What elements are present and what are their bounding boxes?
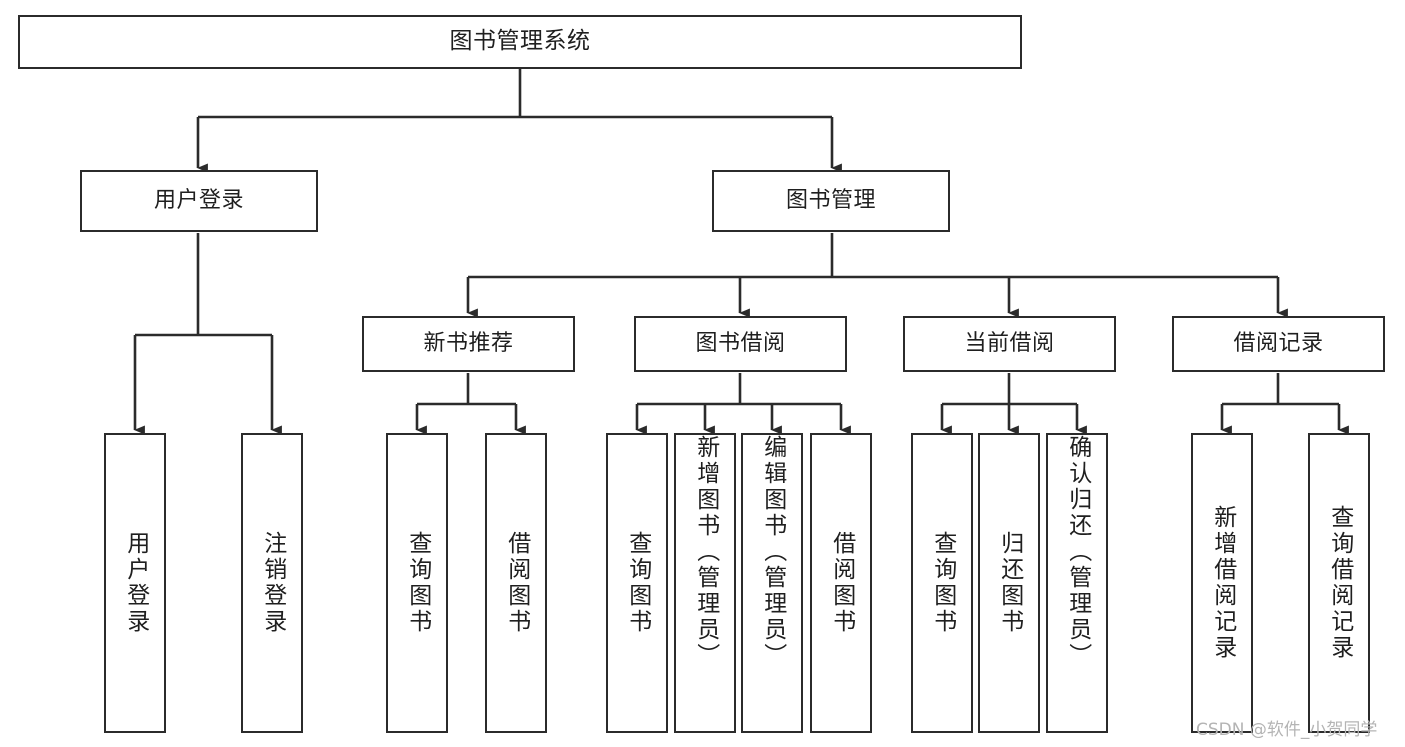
node-label: 确认归还（管理员） [1064, 435, 1091, 669]
node-label: 新增借阅记录 [1209, 505, 1236, 661]
leaf-book-borrow-query-book[interactable]: 查询图书 [606, 433, 668, 733]
node-current-borrow[interactable]: 当前借阅 [903, 316, 1116, 372]
leaf-book-borrow-borrow-book[interactable]: 借阅图书 [810, 433, 872, 733]
node-label: 新书推荐 [423, 331, 514, 357]
node-label: 查询借阅记录 [1326, 505, 1353, 661]
node-borrow-record[interactable]: 借阅记录 [1172, 316, 1385, 372]
leaf-book-borrow-add-book-admin[interactable]: 新增图书（管理员） [674, 433, 736, 733]
node-label: 借阅记录 [1233, 331, 1324, 357]
node-user-login[interactable]: 用户登录 [80, 170, 318, 232]
leaf-book-borrow-edit-book-admin[interactable]: 编辑图书（管理员） [741, 433, 803, 733]
node-label: 图书管理 [785, 188, 876, 214]
node-root-library-management-system[interactable]: 图书管理系统 [18, 15, 1022, 69]
node-label: 图书借阅 [695, 331, 786, 357]
node-label: 借阅图书 [828, 531, 855, 635]
leaf-user-login-logout[interactable]: 注销登录 [241, 433, 303, 733]
leaf-borrow-record-query-record[interactable]: 查询借阅记录 [1308, 433, 1370, 733]
node-label: 用户登录 [153, 188, 244, 214]
leaf-current-borrow-query-book[interactable]: 查询图书 [911, 433, 973, 733]
node-label: 注销登录 [259, 531, 286, 635]
node-book-borrow[interactable]: 图书借阅 [634, 316, 847, 372]
node-label: 新增图书（管理员） [692, 435, 719, 669]
node-label: 用户登录 [122, 531, 149, 635]
leaf-new-book-query-book[interactable]: 查询图书 [386, 433, 448, 733]
watermark: CSDN @软件_小贺同学 [1196, 720, 1378, 740]
leaf-user-login-login[interactable]: 用户登录 [104, 433, 166, 733]
node-new-book-recommend[interactable]: 新书推荐 [362, 316, 575, 372]
node-label: 借阅图书 [503, 531, 530, 635]
node-label: 查询图书 [404, 531, 431, 635]
node-label: 图书管理系统 [449, 28, 591, 55]
node-label: 查询图书 [624, 531, 651, 635]
leaf-borrow-record-add-record[interactable]: 新增借阅记录 [1191, 433, 1253, 733]
leaf-current-borrow-return-book[interactable]: 归还图书 [978, 433, 1040, 733]
leaf-new-book-borrow-book[interactable]: 借阅图书 [485, 433, 547, 733]
node-label: 查询图书 [929, 531, 956, 635]
node-label: 当前借阅 [964, 331, 1055, 357]
node-label: 编辑图书（管理员） [759, 435, 786, 669]
node-label: 归还图书 [996, 531, 1023, 635]
leaf-current-borrow-confirm-return-admin[interactable]: 确认归还（管理员） [1046, 433, 1108, 733]
node-book-management[interactable]: 图书管理 [712, 170, 950, 232]
